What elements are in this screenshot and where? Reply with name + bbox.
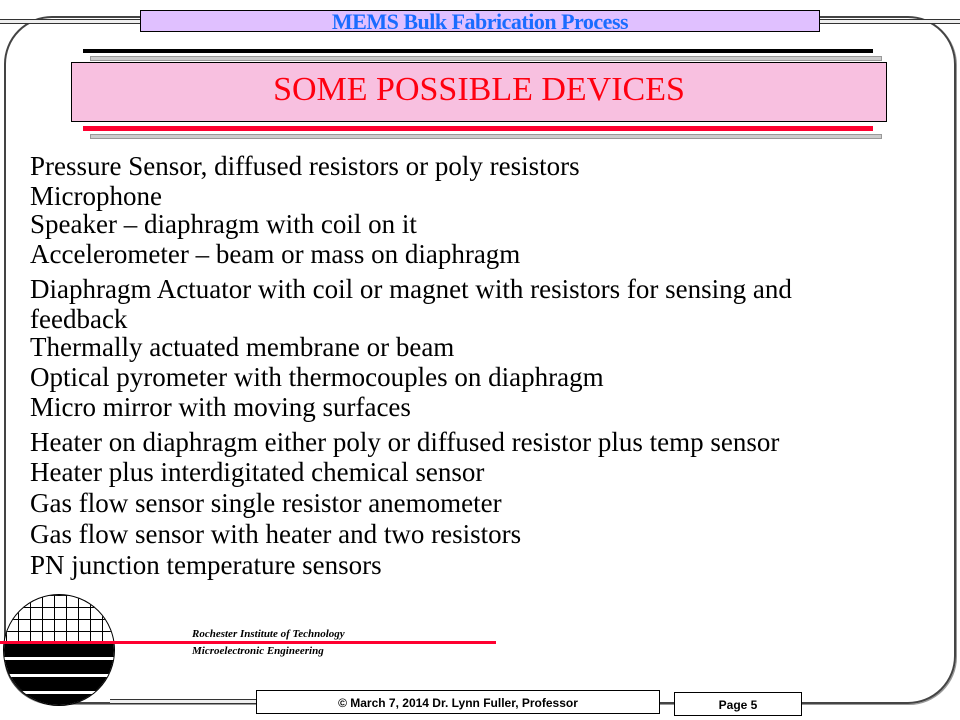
footer-red-rule bbox=[0, 641, 496, 644]
header-rule-right bbox=[818, 19, 960, 24]
gray-rule bbox=[90, 56, 882, 61]
list-item: Heater on diaphragm either poly or diffu… bbox=[30, 427, 780, 457]
gray-rule-2 bbox=[90, 134, 882, 139]
copyright: © March 7, 2014 Dr. Lynn Fuller, Profess… bbox=[256, 690, 660, 714]
list-item: Diaphragm Actuator with coil or magnet w… bbox=[30, 274, 792, 304]
list-item: Thermally actuated membrane or beam bbox=[30, 332, 455, 362]
list-item: Heater plus interdigitated chemical sens… bbox=[30, 457, 485, 487]
wafer-logo bbox=[3, 594, 115, 706]
list-item: Pressure Sensor, diffused resistors or p… bbox=[30, 151, 580, 181]
course-title-box: MEMS Bulk Fabrication Process bbox=[140, 9, 820, 34]
list-item: Optical pyrometer with thermocouples on … bbox=[30, 362, 604, 392]
list-item: feedback bbox=[30, 304, 128, 334]
red-rule bbox=[83, 126, 873, 131]
black-rule bbox=[83, 49, 873, 53]
page-number: Page 5 bbox=[674, 692, 802, 716]
list-item: PN junction temperature sensors bbox=[30, 550, 382, 580]
list-item: Micro mirror with moving surfaces bbox=[30, 392, 411, 422]
slide-title: SOME POSSIBLE DEVICES bbox=[273, 71, 685, 108]
list-item: Gas flow sensor with heater and two resi… bbox=[30, 519, 522, 549]
list-item: Microphone bbox=[30, 181, 162, 211]
list-item: Speaker – diaphragm with coil on it bbox=[30, 209, 417, 239]
list-item: Accelerometer – beam or mass on diaphrag… bbox=[30, 239, 521, 269]
footer-rule bbox=[110, 699, 256, 704]
slide-title-box: SOME POSSIBLE DEVICES bbox=[71, 62, 887, 122]
institution: Rochester Institute of Technology bbox=[192, 628, 345, 640]
course-title: MEMS Bulk Fabrication Process bbox=[331, 9, 629, 34]
list-item: Gas flow sensor single resistor anemomet… bbox=[30, 488, 502, 518]
header-rule-left bbox=[0, 19, 140, 24]
department: Microelectronic Engineering bbox=[192, 645, 324, 657]
